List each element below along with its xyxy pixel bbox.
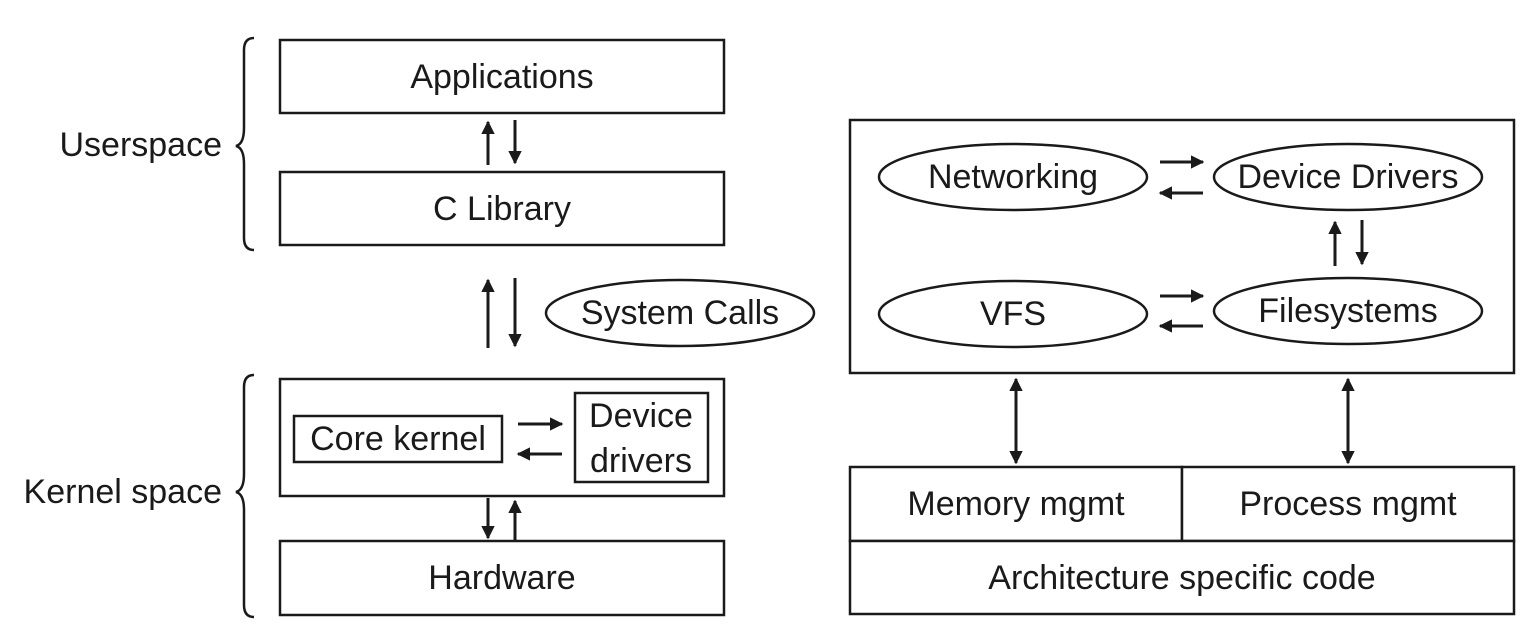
applications-box (278, 38, 726, 115)
networking-oval (877, 142, 1149, 212)
filesystems-oval (1212, 276, 1484, 346)
kernel-space-group: Kernel space Core kernel Device drivers … (24, 373, 726, 619)
userspace-label: Userspace (59, 126, 222, 164)
device-drivers-oval-label: Device Drivers (1237, 158, 1458, 196)
device-drivers-label-line2: drivers (590, 442, 692, 480)
c-library-box (278, 170, 726, 247)
architecture-code-box (848, 539, 1516, 616)
process-mgmt-box (1180, 465, 1516, 543)
kernel-space-brace (235, 373, 255, 619)
system-calls-oval (544, 278, 816, 348)
c-library-label: C Library (433, 190, 571, 228)
vfs-label: VFS (980, 295, 1046, 333)
device-drivers-oval (1212, 142, 1484, 212)
architecture-code-label: Architecture specific code (988, 559, 1375, 597)
system-calls-label: System Calls (581, 294, 779, 332)
core-kernel-box (292, 414, 504, 464)
vfs-oval (877, 279, 1149, 349)
memory-mgmt-label: Memory mgmt (907, 485, 1125, 523)
applications-label: Applications (410, 58, 593, 96)
device-drivers-label-line1: Device (589, 397, 693, 435)
device-drivers-box (573, 391, 710, 484)
process-mgmt-label: Process mgmt (1239, 485, 1457, 523)
hardware-box (278, 539, 726, 617)
kernel-space-label: Kernel space (24, 473, 222, 511)
userspace-group: Userspace Applications C Library (59, 36, 726, 252)
hardware-label: Hardware (428, 559, 575, 597)
system-calls-group: System Calls (481, 278, 816, 348)
kernel-internals-group: Networking Device Drivers VFS Filesystem… (848, 118, 1516, 616)
networking-label: Networking (928, 158, 1098, 196)
userspace-brace (235, 36, 255, 252)
filesystems-label: Filesystems (1258, 292, 1437, 330)
core-kernel-label: Core kernel (310, 420, 486, 458)
